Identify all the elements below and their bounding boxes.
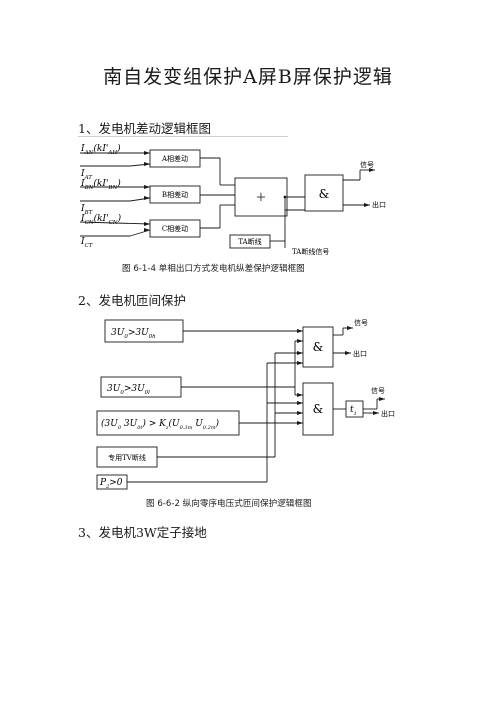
block-3u0-low-label: 3U0>3U0l: [107, 384, 150, 396]
c-phase-block: [149, 219, 201, 238]
trip-label-1: 出口: [353, 349, 367, 358]
and-gate: [304, 174, 344, 212]
trip-label-2: 出口: [381, 409, 395, 418]
ta-signal-label: TA断线信号: [292, 247, 329, 256]
ta-break-block: [229, 234, 271, 249]
section-heading-2: 2、发电机匝间保护: [78, 293, 186, 308]
signal-label: 信号: [360, 160, 374, 169]
input-label-iat: IAT: [80, 169, 92, 181]
b-phase-block: [149, 185, 201, 204]
ta-break-label: TA断线: [238, 237, 261, 246]
scan-artifact-line: [78, 136, 288, 137]
section-heading-3: 3、发电机3W定子接地: [78, 525, 207, 540]
block-tv-break-label: 专用TV断线: [108, 453, 146, 462]
or-symbol: +: [256, 190, 267, 205]
fig1-input-labels: IAN(kI'AH) IAT IBN(kI'BN) IBT ICN(kI'CN)…: [80, 143, 122, 249]
trip-label: 出口: [372, 200, 386, 209]
signal-label-1: 信号: [354, 318, 368, 327]
block-3u0-ratio-label: (3U0 3U0t) > Kz(U0.3m U0.2m): [101, 418, 220, 431]
and-gate-1: [302, 326, 334, 368]
input-label-ict: ICT: [80, 237, 93, 249]
block-p2-label: P2>0: [99, 478, 123, 490]
fig2-caption: 图 6-6-2 纵向零序电压式匝间保护逻辑框图: [146, 499, 312, 509]
fig1-caption: 图 6-1-4 单相出口方式发电机纵差保护逻辑框图: [122, 264, 305, 274]
page-title: 南自发变组保护A屏B屏保护逻辑: [103, 66, 393, 88]
section-heading-1: 1、发电机差动逻辑框图: [78, 121, 211, 136]
input-label-ian: IAN(kI'AH): [80, 143, 121, 156]
block-3u0-high-label: 3U0>3U0h: [111, 328, 156, 340]
and-symbol-2: &: [313, 402, 324, 416]
input-label-icn: ICN(kI'CN): [80, 213, 122, 226]
c-phase-label: C相差动: [162, 224, 188, 233]
fig1-logic-diagram: IAN(kI'AH) IAT IBN(kI'BN) IBT ICN(kI'CN)…: [79, 143, 386, 256]
input-label-ibn: IBN(kI'BN): [80, 178, 121, 191]
signal-label-2: 信号: [371, 386, 385, 395]
b-phase-label: B相差动: [162, 190, 188, 199]
and-symbol: &: [319, 187, 330, 201]
fig2-logic-diagram: 3U0>3U0h 3U0>3U0l (3U0 3U0t) > Kz(U0.3m …: [96, 318, 395, 490]
a-phase-label: A相差动: [161, 154, 188, 163]
timer-label: t1: [350, 405, 357, 417]
input-label-ibt: IBT: [80, 204, 93, 216]
and-symbol-1: &: [313, 340, 324, 354]
a-phase-block: [149, 149, 201, 168]
